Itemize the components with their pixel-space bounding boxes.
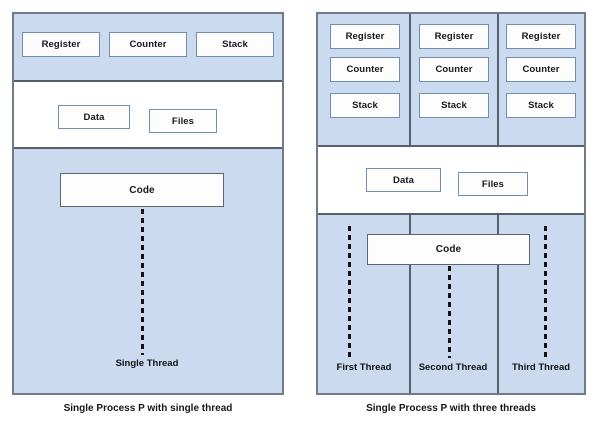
right-col1-stack-box: Stack [330, 93, 400, 118]
right-files-box: Files [458, 172, 528, 196]
left-thread-line [141, 209, 144, 355]
right-divider-bottom [318, 213, 584, 215]
left-panel-caption: Single Process P with single thread [63, 403, 233, 414]
right-col2-register-box: Register [419, 24, 489, 49]
left-code-box: Code [60, 173, 224, 207]
right-column-divider-2-top [497, 14, 499, 145]
left-divider-top [14, 80, 282, 82]
left-register-box: Register [22, 32, 100, 57]
left-process-frame: Register Counter Stack Data Files Code S… [12, 12, 284, 395]
left-thread-label: Single Thread [115, 358, 179, 369]
right-col1-register-box: Register [330, 24, 400, 49]
right-col1-counter-box: Counter [330, 57, 400, 82]
left-files-box: Files [149, 109, 217, 133]
right-thread-label-2: Second Thread [418, 362, 488, 373]
right-thread-line-2 [448, 266, 451, 358]
right-divider-top [318, 145, 584, 147]
right-column-divider-2-bottom [497, 215, 499, 393]
right-shared-band [318, 147, 584, 213]
right-thread-line-1 [348, 226, 351, 358]
right-thread-label-3: Third Thread [511, 362, 571, 373]
right-column-divider-1-bottom [409, 215, 411, 393]
right-panel-caption: Single Process P with three threads [366, 403, 536, 414]
right-col2-counter-box: Counter [419, 57, 489, 82]
right-process-frame: Register Counter Stack Register Counter … [316, 12, 586, 395]
right-col3-stack-box: Stack [506, 93, 576, 118]
right-code-box: Code [367, 234, 530, 265]
right-col3-register-box: Register [506, 24, 576, 49]
left-shared-band [14, 82, 282, 147]
left-data-box: Data [58, 105, 130, 129]
right-thread-line-3 [544, 226, 547, 358]
right-data-box: Data [366, 168, 441, 192]
right-thread-label-1: First Thread [336, 362, 392, 373]
right-col2-stack-box: Stack [419, 93, 489, 118]
left-stack-box: Stack [196, 32, 274, 57]
right-column-divider-1-top [409, 14, 411, 145]
left-divider-bottom [14, 147, 282, 149]
right-col3-counter-box: Counter [506, 57, 576, 82]
left-counter-box: Counter [109, 32, 187, 57]
